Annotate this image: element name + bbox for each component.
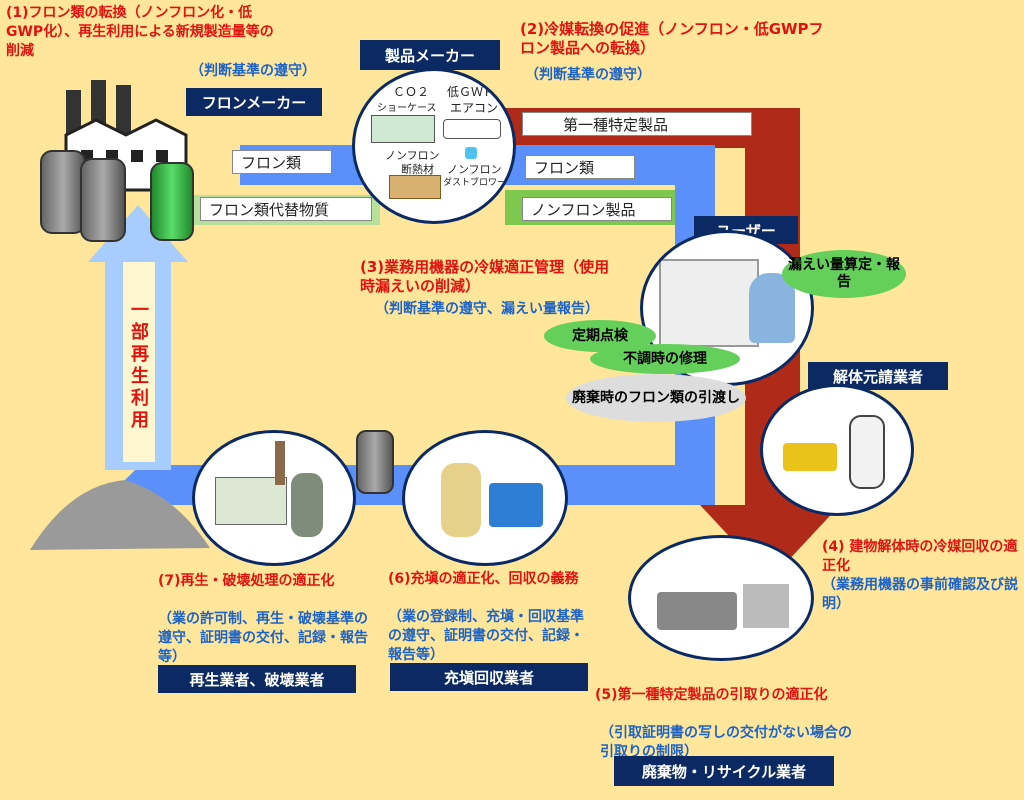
flow-label-fron-2: フロン類 — [525, 155, 635, 179]
debris-icon — [743, 584, 789, 628]
flow-label-nonfron: ノンフロン製品 — [522, 197, 672, 221]
policy-2-note: （判断基準の遵守） — [525, 67, 651, 83]
flow-label-specified: 第一種特定製品 — [522, 112, 752, 136]
action-handover: 廃棄時のフロン類の引渡し — [566, 374, 746, 422]
display-case-icon — [659, 259, 759, 347]
demolition-circle — [760, 384, 914, 516]
policy-7-title: (7)再生・破壊処理の適正化 — [158, 573, 335, 589]
policy-3-note: （判断基準の遵守、漏えい量報告） — [375, 301, 599, 317]
insulation-icon — [389, 175, 441, 199]
cylinder-icon — [80, 158, 126, 242]
actor-fron-maker: フロンメーカー — [186, 88, 322, 116]
product-lowgwp: 低ＧＷＰ — [447, 85, 496, 99]
product-duster-2: ダストブロワー — [443, 178, 507, 188]
excavator-icon — [783, 443, 837, 471]
duster-icon — [465, 147, 477, 159]
filling-circle — [402, 430, 568, 566]
actor-recycle: 再生業者、破壊業者 — [158, 665, 356, 693]
action-repair: 不調時の修理 — [590, 344, 740, 374]
policy-4-title: (4) 建物解体時の冷媒回収の適正化 — [822, 539, 1018, 574]
product-insulation-1: ノンフロン — [385, 149, 440, 162]
flow-label-substitute: フロン類代替物質 — [200, 197, 372, 221]
policy-6-title: (6)充塡の適正化、回収の義務 — [388, 571, 579, 587]
bulldozer-icon — [657, 592, 737, 630]
actor-demolition: 解体元請業者 — [808, 362, 948, 390]
chimney-icon — [275, 441, 285, 485]
operator-icon — [291, 473, 323, 537]
actor-filling: 充塡回収業者 — [390, 663, 588, 691]
cylinder-icon — [356, 430, 394, 494]
worker-icon — [849, 415, 885, 489]
policy-5-title: (5)第一種特定製品の引取りの適正化 — [595, 687, 828, 703]
rubble-pile — [30, 480, 210, 550]
recycle-circle — [192, 430, 356, 566]
action-leak-report: 漏えい量算定・報告 — [782, 250, 906, 298]
product-co2: ＣＯ２ — [393, 85, 430, 99]
product-aircon: エアコン — [450, 101, 499, 115]
technician-icon — [441, 463, 481, 537]
policy-1-title: (1)フロン類の転換（ノンフロン化・低GWP化）、再生利用による新規製造量等の削… — [6, 5, 274, 59]
policy-4-note: （業務用機器の事前確認及び説明） — [822, 577, 1018, 612]
actor-product-maker: 製品メーカー — [360, 40, 500, 70]
policy-2-title: (2)冷媒転換の促進（ノンフロン・低GWPフロン製品への転換） — [520, 20, 824, 57]
policy-6-note: （業の登録制、充塡・回収基準の遵守、証明書の交付、記録・報告等） — [388, 609, 584, 663]
person-icon — [749, 273, 795, 343]
waste-circle — [628, 535, 814, 661]
product-duster-1: ノンフロン — [447, 163, 502, 176]
green-cylinder-icon — [150, 162, 194, 241]
policy-3-title: (3)業務用機器の冷媒適正管理（使用時漏えいの削減） — [360, 258, 610, 295]
aircon-icon — [443, 119, 501, 139]
recovery-machine-icon — [489, 483, 543, 527]
showcase-icon — [371, 115, 435, 143]
plant-icon — [215, 477, 287, 525]
policy-7-note: （業の許可制、再生・破壊基準の遵守、証明書の交付、記録・報告等） — [158, 611, 368, 665]
product-insulation-2: 断熱材 — [401, 163, 434, 176]
product-co2-sub: ショーケース — [377, 103, 437, 114]
flow-label-fron: フロン類 — [232, 150, 332, 174]
actor-waste: 廃棄物・リサイクル業者 — [614, 756, 834, 786]
policy-1-note: （判断基準の遵守） — [190, 63, 316, 79]
product-maker-circle: ＣＯ２ ショーケース 低ＧＷＰ エアコン ノンフロン 断熱材 ノンフロン ダスト… — [352, 68, 516, 224]
flow-label-partial-reuse: 一部再生利用 — [131, 300, 149, 431]
